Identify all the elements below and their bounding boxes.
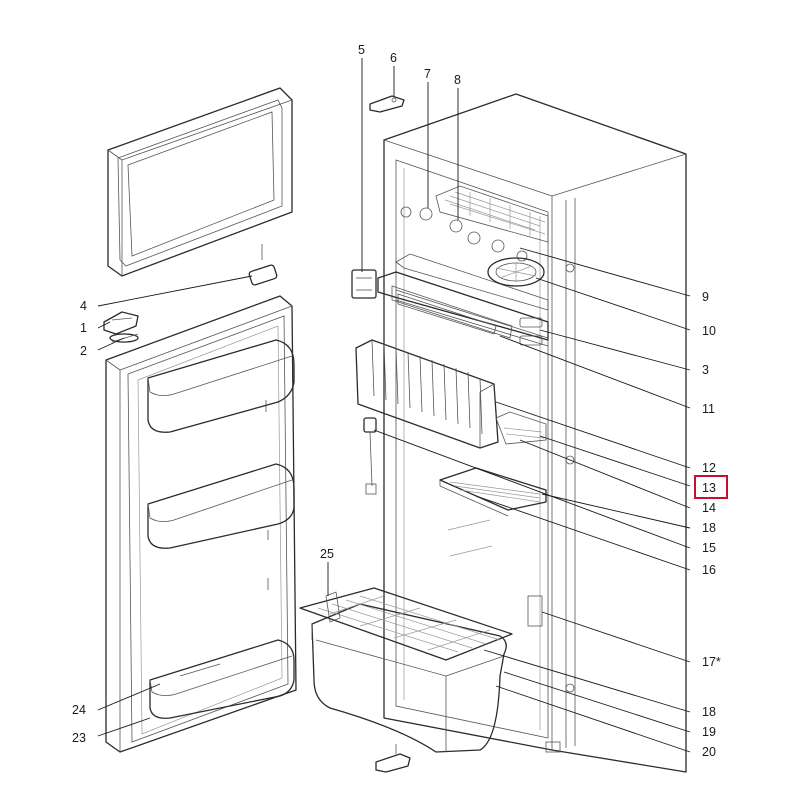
callout-18-upper: 18 bbox=[702, 521, 716, 535]
evaporator-grid bbox=[435, 185, 549, 243]
fridge-wire-shelf bbox=[439, 467, 547, 517]
door-shelf-bottom bbox=[149, 639, 295, 719]
callout-25: 25 bbox=[320, 547, 334, 561]
hinge-bracket bbox=[103, 311, 139, 343]
callout-1: 1 bbox=[80, 321, 87, 335]
freezer-vents bbox=[400, 206, 528, 262]
callout-labels: 4 1 2 24 23 5 6 7 8 25 9 10 3 11 12 13 1… bbox=[72, 43, 728, 759]
freezer-door bbox=[107, 87, 293, 277]
callout-24: 24 bbox=[72, 703, 86, 717]
callout-11: 11 bbox=[702, 402, 715, 416]
door-shelf-middle bbox=[147, 463, 295, 549]
callout-16: 16 bbox=[702, 563, 716, 577]
callout-3: 3 bbox=[702, 363, 709, 377]
callout-10: 10 bbox=[702, 324, 716, 338]
highlight-box bbox=[694, 475, 728, 499]
evaporator-fins bbox=[355, 339, 499, 449]
callout-23: 23 bbox=[72, 731, 86, 745]
hinge-pin bbox=[248, 244, 278, 286]
callout-20: 20 bbox=[702, 745, 716, 759]
control-panel bbox=[377, 271, 549, 341]
fan-unit bbox=[487, 257, 545, 287]
door-shelf-top bbox=[147, 339, 295, 433]
callout-19: 19 bbox=[702, 725, 716, 739]
label-plate bbox=[527, 595, 543, 627]
callout-9: 9 bbox=[702, 290, 709, 304]
fridge-door bbox=[105, 295, 297, 753]
callout-7: 7 bbox=[424, 67, 431, 81]
callout-17: 17* bbox=[702, 655, 721, 669]
callout-6: 6 bbox=[390, 51, 397, 65]
callout-18-lower: 18 bbox=[702, 705, 716, 719]
small-grid-shelf bbox=[495, 411, 547, 445]
callout-13: 13 bbox=[702, 481, 716, 495]
crisper-drawer bbox=[311, 603, 507, 753]
callout-12: 12 bbox=[702, 461, 716, 475]
control-switches bbox=[519, 317, 543, 346]
crisper-cover-grid bbox=[299, 587, 513, 661]
top-hinge-pin bbox=[369, 95, 405, 113]
callout-4: 4 bbox=[80, 299, 87, 313]
thermostat-sensor bbox=[363, 417, 377, 495]
crisper-divider bbox=[325, 591, 341, 623]
callout-5: 5 bbox=[358, 43, 365, 57]
bottom-hinge bbox=[375, 744, 411, 773]
leader-lines bbox=[97, 58, 691, 753]
callout-2: 2 bbox=[80, 344, 87, 358]
cabinet-body bbox=[383, 93, 687, 773]
callout-14: 14 bbox=[702, 501, 716, 515]
middle-hinge bbox=[351, 269, 377, 299]
callout-8: 8 bbox=[454, 73, 461, 87]
callout-15: 15 bbox=[702, 541, 716, 555]
